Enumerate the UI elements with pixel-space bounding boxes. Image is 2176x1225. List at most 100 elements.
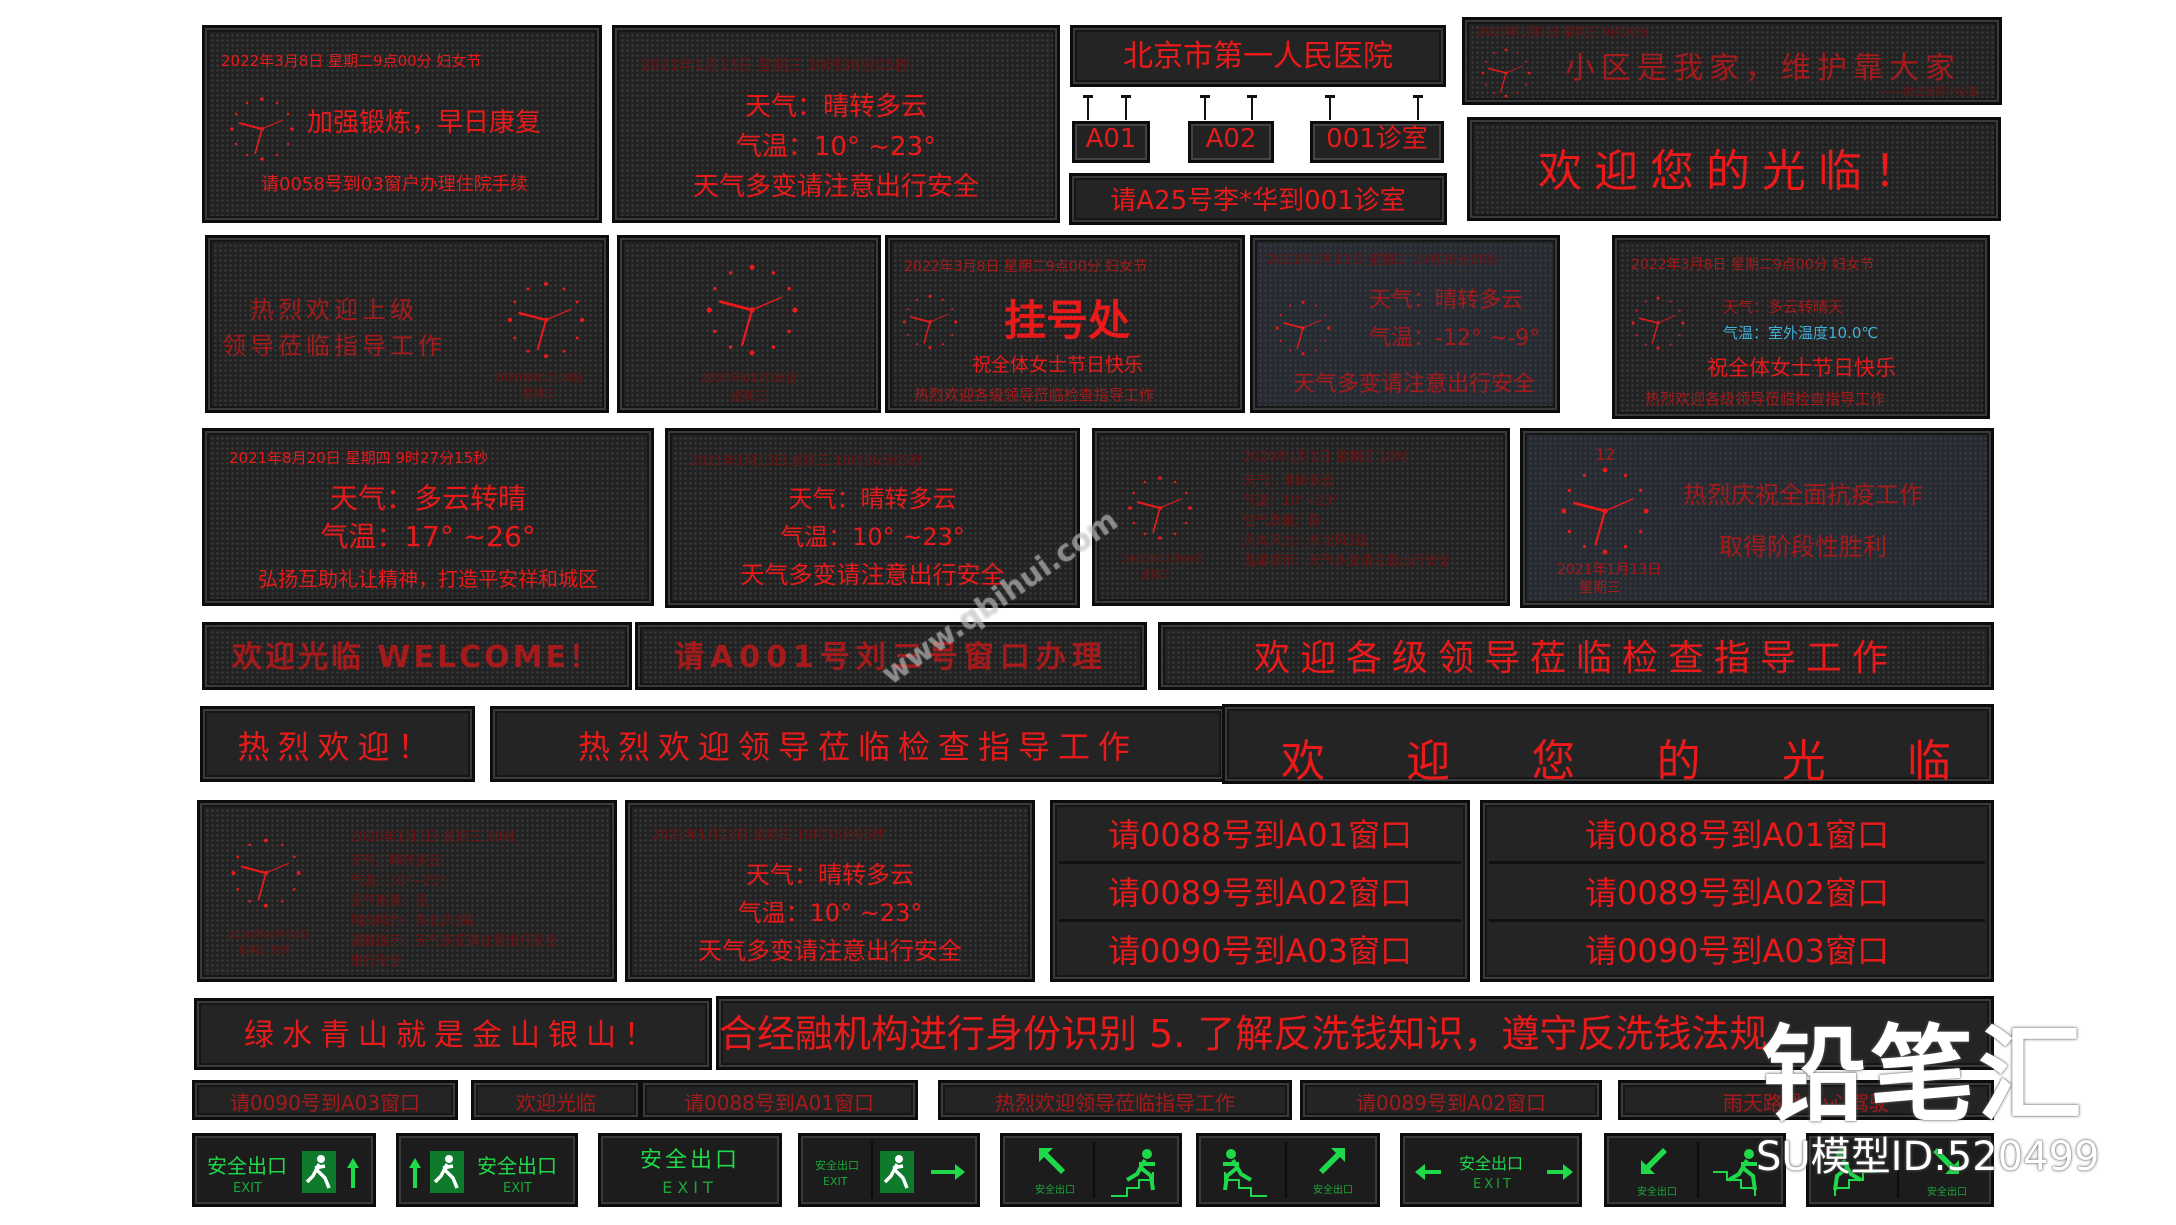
queue-line: 请0089号到A02窗口 — [1107, 874, 1413, 912]
exit-label-en: EXIT — [233, 1181, 262, 1196]
sign-date: 2021年1月13日 星期三 10时36分05秒 — [1267, 253, 1500, 268]
exit-label-small: 安全出口 — [1035, 1185, 1075, 1196]
exit-label-cn: 安全出口 — [1459, 1154, 1524, 1173]
exit-label-en: EXIT — [1473, 1177, 1514, 1192]
sign-date: 2022年3月8日 星期二9点00分 妇女节 — [1631, 257, 1875, 273]
registration-title: 挂号处 — [1004, 296, 1131, 345]
clock-sign: 2020年01月08日 星期三 — [617, 235, 881, 413]
clock-weekday: 星期三 — [1141, 570, 1171, 581]
sign-date: 2022年3月8日 星期二9点00分 妇女节 — [221, 52, 482, 70]
stairs-man-icon — [1833, 1149, 1877, 1196]
arrow-upleft-icon — [1039, 1148, 1065, 1174]
exit-label-cn: 安全出口 — [639, 1148, 740, 1173]
sign-main-text: 加强锻炼，早日康复 — [307, 108, 542, 138]
info-sign-2: 2020年1月1日 星期三 10时 天气：晴转多云 气温：10°~23° 空气质… — [197, 800, 617, 982]
exit-sign-1: 安全出口 EXIT — [192, 1133, 376, 1207]
arrow-right-icon — [931, 1164, 965, 1180]
welcome-en-sign: 欢迎光临 WELCOME！ — [202, 622, 632, 690]
running-man-icon — [430, 1151, 464, 1193]
sign-date: 2021年1月13日 星期三 10时36分05秒 — [641, 56, 910, 74]
running-man-icon — [302, 1151, 336, 1193]
community-credit: ——物业服务中心宣 — [1880, 85, 1979, 98]
clock-icon — [1128, 476, 1192, 540]
spaced-welcome-sign: 欢 迎 您 的 光 临 — [1222, 704, 1994, 784]
stairs-man-icon — [1111, 1149, 1155, 1197]
led-sign-weather: 2021年1月13日 星期三 10时36分05秒 天气：晴转多云 气温：10° … — [612, 25, 1060, 223]
sign-date: 2021年1月13日 星期三 10时36分05秒 — [652, 828, 885, 843]
watermark-brand: 铅笔汇 — [1762, 1014, 2087, 1136]
clock-weekday: 星期三 — [1579, 580, 1621, 596]
civic-weather-sign: 2021年8月20日 星期四 9时27分15秒 天气：多云转晴 气温：17° ~… — [202, 428, 654, 606]
leaders-sign: 热烈欢迎领导莅临检查指导工作 — [490, 706, 1226, 782]
leader-welcome-sign: 热烈欢迎上级 领导莅临指导工作 2020年01月08日 星期三 — [205, 235, 609, 413]
exit-sign-7: 安全出口 EXIT — [1400, 1133, 1582, 1207]
sign-date: 2021年8月20日 星期四 9时27分15秒 — [229, 449, 489, 467]
temperature-text: 气温：10° ~23° — [780, 523, 965, 551]
info-line: 风向风力：东北风3级 — [350, 914, 476, 929]
spaced-char: 欢 — [1281, 736, 1325, 784]
bank-scroll-text: 合经融机构进行身份识别 5. 了解反洗钱知识，遵守反洗钱法规 — [719, 1012, 1768, 1056]
clock-icon — [507, 281, 585, 359]
exit-label-small: 安全出口 — [1313, 1185, 1353, 1196]
clock-icon — [1561, 467, 1649, 555]
notice-text: 天气多变请注意出行安全 — [692, 172, 979, 202]
watermark-id: SU模型ID:520499 — [1756, 1134, 2100, 1180]
strip-text: 请0090号到A03窗口 — [229, 1091, 421, 1115]
strip-text: 雨天路滑 小心驾驶 — [1722, 1091, 1890, 1115]
scroll-text: 热烈欢迎各级领导莅临检查指导工作 — [914, 386, 1155, 404]
info-line: 气温：10°~23° — [1243, 494, 1339, 509]
welcome-sign: 欢迎您的光临！ — [1467, 117, 2001, 221]
exit-label-en: EXIT — [662, 1178, 718, 1197]
notice-text: 天气多变请注意出行安全 — [698, 937, 962, 965]
weather-text: 天气：晴转多云 — [746, 861, 914, 889]
clock-numeral: 12 — [1595, 445, 1616, 464]
temperature-text: 气温：室外温度10.0℃ — [1723, 324, 1879, 342]
spaced-char: 临 — [1906, 736, 1951, 784]
hospital-name: 北京市第一人民医院 — [1123, 39, 1393, 74]
clock-date: 2020年01月08日 — [1123, 554, 1204, 565]
spaced-char: 迎 — [1406, 736, 1451, 784]
arrow-upright-icon — [1319, 1148, 1345, 1174]
epidemic-sign: 12 热烈庆祝全面抗疫工作 取得阶段性胜利 2021年1月13日 星期三 — [1520, 428, 1994, 608]
slogan-line-2: 取得阶段性胜利 — [1719, 533, 1887, 561]
inspection-sign: 欢迎各级领导莅临检查指导工作 — [1158, 622, 1994, 690]
greeting-text: 祝全体女士节日快乐 — [1707, 356, 1896, 380]
exit-sign-2: 安全出口 EXIT — [396, 1133, 578, 1207]
queue-line: 请0088号到A01窗口 — [1584, 816, 1890, 854]
info-line: 出行安全 — [350, 954, 403, 969]
info-line: 空气质量：良 — [1243, 514, 1322, 529]
strip-rain: 雨天路滑 小心驾驶 — [1618, 1080, 1994, 1120]
spaced-char: 的 — [1656, 736, 1701, 784]
temperature-text: 气温：10° ~23° — [735, 132, 937, 162]
clock-icon — [231, 838, 301, 908]
exit-label-cn: 安全出口 — [207, 1154, 287, 1178]
exit-label-cn: 安全出口 — [477, 1154, 557, 1178]
sign-date: 2021年1月13日 星期三 10时36分05秒 — [690, 454, 923, 469]
green-mountain-sign: 绿水青山就是金山银山！ — [194, 998, 712, 1070]
exit-label-en: EXIT — [823, 1175, 848, 1188]
clock-date: 2021年1月13日 — [1557, 562, 1662, 578]
call-text: 请A25号李*华到001诊室 — [1110, 186, 1406, 216]
plate-label: A02 — [1205, 124, 1257, 154]
clock-icon — [1631, 296, 1685, 350]
weather-sign-blue: 2021年1月13日 星期三 10时36分05秒 天气：晴转多云 气温：-12°… — [1250, 235, 1560, 413]
temperature-text: 气温：10° ~23° — [737, 899, 923, 927]
info-line: 风向风力：东北风3级 — [1243, 534, 1369, 549]
room-plate-a01: A01 — [1072, 121, 1150, 163]
exit-label-small: 安全出口 — [815, 1159, 859, 1172]
info-lines: 天气：晴转多云 气温：10°~23° 空气质量：良 风向风力：东北风3级 温馨提… — [350, 855, 558, 968]
strip-queue-a02: 请0089号到A02窗口 — [1300, 1080, 1602, 1120]
exit-sign-3: 安全出口 EXIT — [598, 1133, 782, 1207]
arrow-left-icon — [1415, 1164, 1441, 1180]
slogan-text: 弘扬互助礼让精神，打造平安祥和城区 — [258, 567, 598, 591]
queue-line: 请0088号到A01窗口 — [1107, 816, 1413, 854]
spaced-welcome-text: 欢 迎 您 的 光 临 — [1281, 725, 1951, 784]
strip-text: 请0088号到A01窗口 — [683, 1091, 875, 1115]
leaders-text: 热烈欢迎领导莅临检查指导工作 — [577, 728, 1138, 766]
stairs-man-icon — [1223, 1149, 1267, 1197]
clinic-call-sign: 请A25号李*华到001诊室 — [1069, 173, 1447, 225]
weather-sign-2: 2021年1月13日 星期三 10时36分05秒 天气：晴转多云 气温：10° … — [665, 428, 1080, 608]
exit-sign-4: 安全出口 EXIT — [798, 1133, 980, 1207]
warm-welcome-text: 热烈欢迎！ — [237, 728, 438, 766]
clock-icon — [706, 264, 798, 356]
